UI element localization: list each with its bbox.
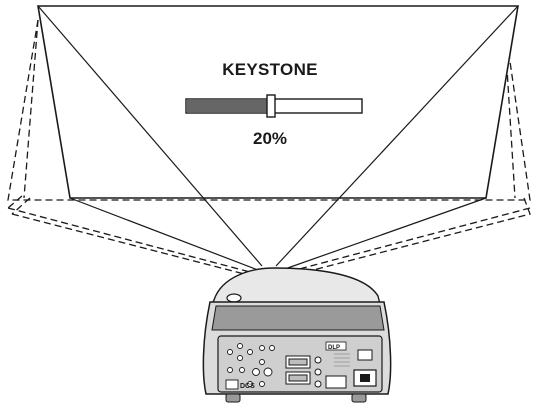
foot-left (225, 393, 241, 403)
keystone-value: 20% (252, 129, 288, 148)
dashed-screen-outline (7, 19, 531, 277)
info-text-lines (334, 353, 350, 367)
lens-icon (226, 293, 242, 303)
slider-fill (187, 100, 271, 112)
projection-lines (37, 5, 519, 271)
video-connectors (285, 355, 322, 388)
small-rect-slot (325, 375, 347, 389)
slider-knob[interactable] (266, 94, 276, 118)
dlp-badge (325, 341, 347, 351)
projector-illustration: DCS DLP (202, 267, 392, 403)
dlp-badge-text: DLP (328, 345, 340, 351)
port-label: DCS (240, 383, 255, 390)
power-port-small (225, 379, 239, 390)
foot-right (351, 393, 367, 403)
keystone-title: KEYSTONE (222, 60, 318, 79)
power-switch (357, 349, 373, 361)
control-buttons (227, 343, 275, 387)
keystone-slider[interactable] (185, 94, 363, 118)
